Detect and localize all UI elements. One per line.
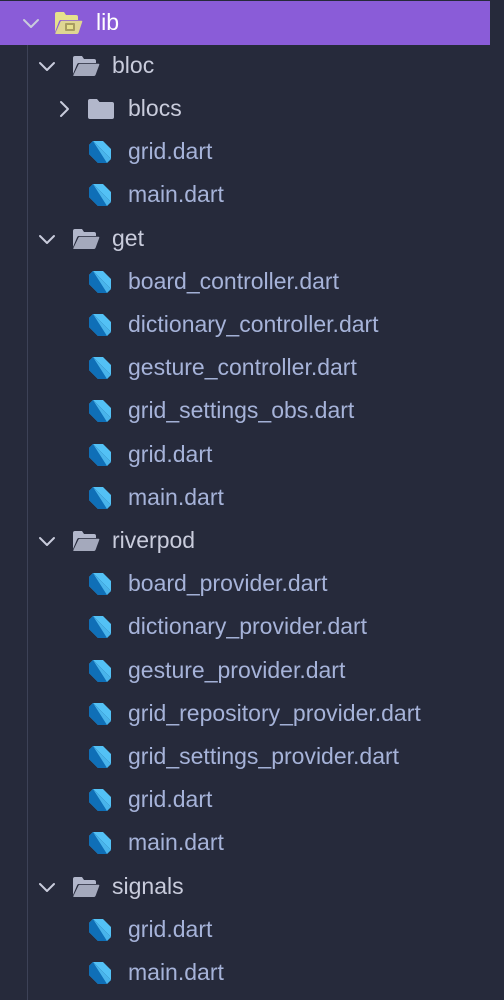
- tree-item-label: gesture_provider.dart: [128, 656, 346, 683]
- tree-item-label: grid_settings_obs.dart: [128, 397, 355, 424]
- tree-file-grid-repository-provider-dart[interactable]: grid_repository_provider.dart: [0, 692, 504, 735]
- folder-open-icon: [72, 228, 100, 250]
- tree-folder-lib[interactable]: lib: [0, 1, 504, 45]
- tree-file-grid-dart[interactable]: grid.dart: [0, 779, 504, 822]
- dart-file-icon: [87, 614, 113, 640]
- dart-file-icon: [87, 355, 113, 381]
- tree-file-grid-settings-obs-dart[interactable]: grid_settings_obs.dart: [0, 390, 504, 433]
- tree-item-label: bloc: [112, 51, 155, 78]
- tree-item-label: blocs: [128, 94, 182, 121]
- tree-item-label: grid.dart: [128, 915, 213, 942]
- chevron-down-icon[interactable]: [36, 228, 58, 250]
- tree-item-label: main.dart: [128, 181, 224, 208]
- tree-file-gesture-provider-dart[interactable]: gesture_provider.dart: [0, 649, 504, 692]
- dart-file-icon: [87, 571, 113, 597]
- folder-open-icon: [72, 530, 100, 552]
- dart-file-icon: [87, 182, 113, 208]
- tree-item-label: lib: [96, 8, 120, 35]
- dart-file-icon: [87, 960, 113, 986]
- dart-file-icon: [87, 312, 113, 338]
- tree-item-label: signals: [112, 872, 184, 899]
- dart-file-icon: [87, 917, 113, 943]
- folder-open-icon: [72, 55, 100, 77]
- dart-file-icon: [87, 442, 113, 468]
- tree-file-grid-dart[interactable]: grid.dart: [0, 433, 504, 476]
- indent-guide-lib: [27, 44, 28, 1000]
- tree-file-main-dart[interactable]: main.dart: [0, 822, 504, 865]
- tree-item-label: grid.dart: [128, 138, 213, 165]
- tree-item-label: grid.dart: [128, 440, 213, 467]
- tree-item-label: riverpod: [112, 526, 196, 553]
- tree-file-main-dart[interactable]: main.dart: [0, 476, 504, 519]
- tree-folder-get[interactable]: get: [0, 217, 504, 260]
- tree-file-dictionary-controller-dart[interactable]: dictionary_controller.dart: [0, 303, 504, 346]
- tree-item-label: get: [112, 224, 144, 251]
- tree-file-main-dart[interactable]: main.dart: [0, 174, 504, 217]
- tree-item-label: main.dart: [128, 829, 224, 856]
- dart-file-icon: [87, 269, 113, 295]
- tree-item-label: main.dart: [128, 483, 224, 510]
- dart-file-icon: [87, 658, 113, 684]
- tree-item-label: dictionary_controller.dart: [128, 310, 379, 337]
- tree-file-grid-dart[interactable]: grid.dart: [0, 908, 504, 951]
- chevron-down-icon[interactable]: [20, 12, 42, 34]
- tree-item-label: gesture_controller.dart: [128, 354, 357, 381]
- tree-item-label: dictionary_provider.dart: [128, 613, 368, 640]
- tree-file-dictionary-provider-dart[interactable]: dictionary_provider.dart: [0, 606, 504, 649]
- dart-file-icon: [87, 830, 113, 856]
- tree-item-label: grid_repository_provider.dart: [128, 699, 421, 726]
- dart-file-icon: [87, 139, 113, 165]
- dart-file-icon: [87, 398, 113, 424]
- lib-folder-open-icon: [54, 11, 84, 35]
- dart-file-icon: [87, 701, 113, 727]
- tree-folder-bloc[interactable]: bloc: [0, 44, 504, 87]
- chevron-down-icon[interactable]: [36, 530, 58, 552]
- tree-item-label: board_provider.dart: [128, 570, 328, 597]
- tree-folder-signals[interactable]: signals: [0, 865, 504, 908]
- chevron-down-icon[interactable]: [36, 55, 58, 77]
- dart-file-icon: [87, 485, 113, 511]
- tree-file-board-controller-dart[interactable]: board_controller.dart: [0, 260, 504, 303]
- tree-folder-riverpod[interactable]: riverpod: [0, 519, 504, 562]
- dart-file-icon: [87, 744, 113, 770]
- chevron-right-icon[interactable]: [53, 98, 75, 120]
- chevron-down-icon[interactable]: [36, 876, 58, 898]
- tree-item-label: grid.dart: [128, 786, 213, 813]
- tree-file-grid-dart[interactable]: grid.dart: [0, 131, 504, 174]
- folder-open-icon: [72, 876, 100, 898]
- tree-item-label: main.dart: [128, 958, 224, 985]
- dart-file-icon: [87, 787, 113, 813]
- folder-closed-icon: [87, 98, 115, 120]
- tree-item-label: board_controller.dart: [128, 267, 339, 294]
- tree-folder-blocs[interactable]: blocs: [0, 87, 504, 130]
- tree-file-grid-settings-provider-dart[interactable]: grid_settings_provider.dart: [0, 735, 504, 778]
- tree-file-gesture-controller-dart[interactable]: gesture_controller.dart: [0, 347, 504, 390]
- tree-item-label: grid_settings_provider.dart: [128, 742, 400, 769]
- tree-file-board-provider-dart[interactable]: board_provider.dart: [0, 563, 504, 606]
- tree-file-main-dart[interactable]: main.dart: [0, 951, 504, 994]
